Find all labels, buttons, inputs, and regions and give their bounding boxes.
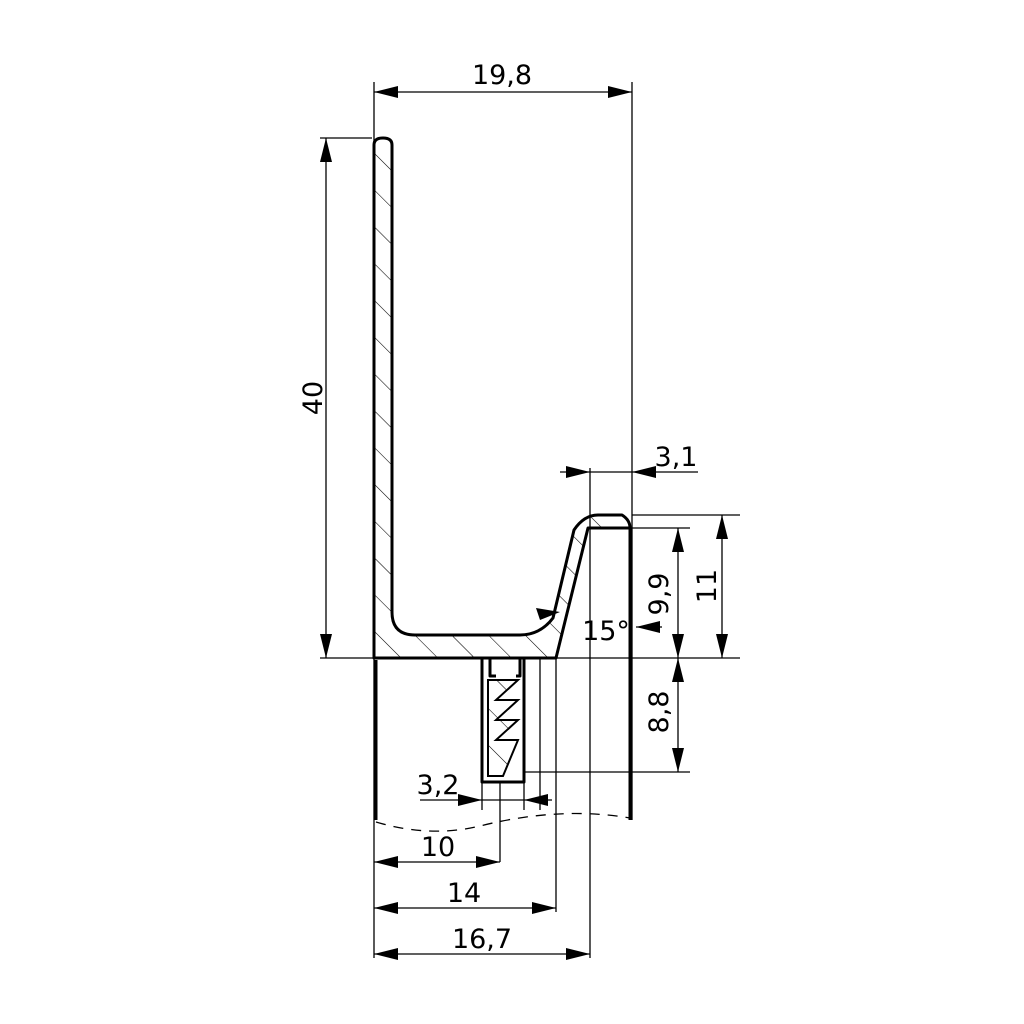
dim-insert-depth: 8,8 <box>644 658 684 772</box>
dim-inner-height-label: 9,9 <box>644 573 675 616</box>
dim-lip-position-label: 16,7 <box>452 924 512 955</box>
dim-foot-width-label: 14 <box>447 878 481 909</box>
dim-slot-width-label: 3,2 <box>417 770 460 801</box>
dim-insert-depth-label: 8,8 <box>644 691 675 734</box>
dim-lip-position: 16,7 <box>374 924 590 960</box>
dim-lip-offset-label: 3,1 <box>655 442 698 473</box>
dim-slot-position: 10 <box>374 832 500 868</box>
dim-angle: 15° <box>536 608 662 647</box>
dim-height: 40 <box>298 138 332 658</box>
dim-slot-position-label: 10 <box>421 832 455 863</box>
dim-inner-height: 9,9 <box>644 528 684 658</box>
dim-lip-offset: 3,1 <box>560 442 698 478</box>
panel-below <box>374 528 632 832</box>
dim-overall-width-label: 19,8 <box>472 60 532 91</box>
dim-lip-height: 11 <box>692 515 728 658</box>
extension-lines <box>320 82 740 958</box>
profile-section <box>372 136 632 660</box>
dim-foot-width: 14 <box>374 878 556 914</box>
insert-plug <box>480 658 526 784</box>
dim-overall-width: 19,8 <box>374 60 632 98</box>
dim-lip-height-label: 11 <box>692 569 723 603</box>
dim-angle-label: 15° <box>582 616 630 647</box>
dim-height-label: 40 <box>298 381 329 415</box>
dim-slot-width: 3,2 <box>417 770 552 806</box>
